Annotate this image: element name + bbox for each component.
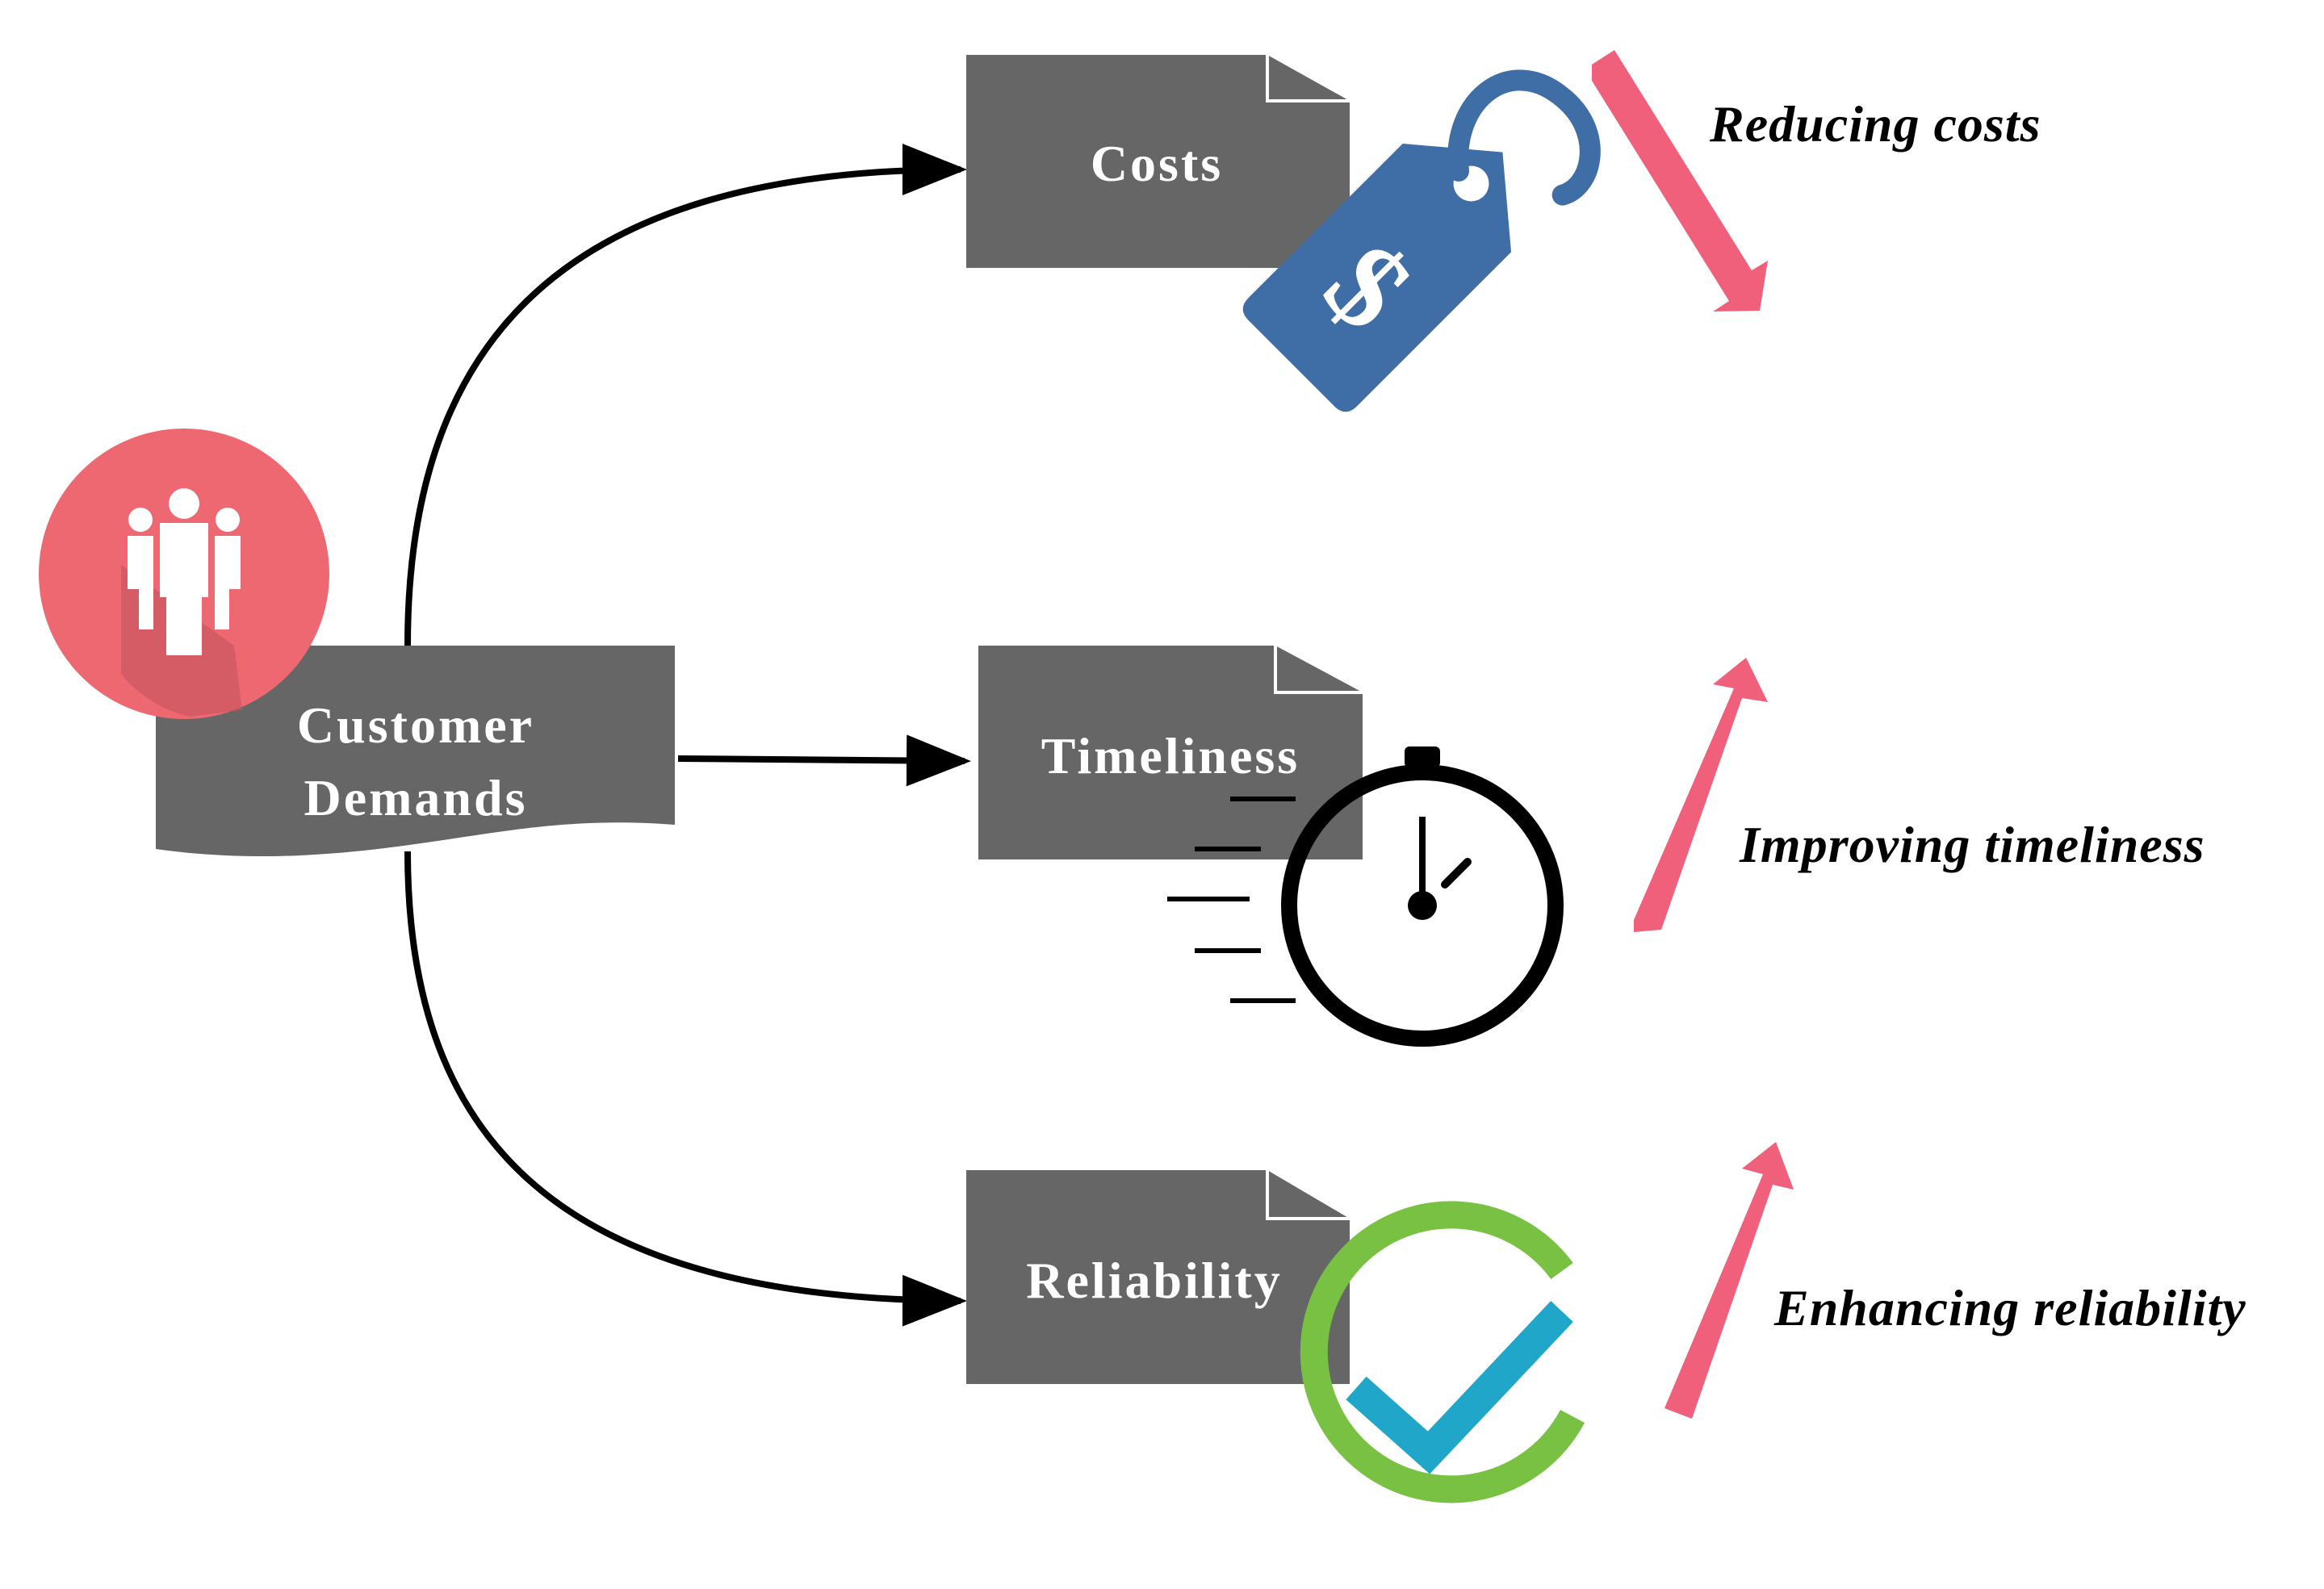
reliability-label: Reliability [1026, 1252, 1282, 1309]
costs-box [966, 55, 1350, 268]
connectors [404, 144, 971, 1327]
customer-demands-label-line1: Customer [297, 696, 534, 754]
trend-label-reducing-costs: Reducing costs [1709, 95, 2041, 153]
timeliness-box [978, 646, 1363, 859]
people-group-icon [39, 429, 329, 719]
trend-arrow-up-timeliness [1634, 658, 1768, 932]
connector-to-timeliness [677, 734, 971, 787]
customer-demands-box [156, 646, 675, 857]
timeliness-node: Timeliness [978, 646, 1564, 1047]
costs-node: Costs $ [966, 55, 1601, 412]
trend-label-improving-timeliness: Improving timeliness [1739, 816, 2205, 873]
reliability-box [966, 1170, 1350, 1384]
trend-label-enhancing-reliability: Enhancing reliability [1773, 1279, 2247, 1336]
timeliness-label: Timeliness [1041, 727, 1300, 784]
trend-arrow-up-reliability [1664, 1142, 1794, 1419]
reliability-node: Reliability [966, 1170, 1585, 1503]
trend-arrow-down-costs [1592, 50, 1768, 312]
stopwatch-icon [1167, 746, 1564, 1047]
costs-label: Costs [1091, 135, 1223, 192]
price-tag-dollar-icon: $ [1242, 69, 1601, 412]
connector-to-costs [404, 144, 967, 646]
trend-arrows [1592, 50, 1794, 1419]
customer-demands-label-line2: Demands [304, 769, 527, 826]
connector-to-reliability [404, 851, 967, 1327]
checkmark-circle-icon [1300, 1201, 1585, 1503]
customer-demands-node: Customer Demands [39, 429, 675, 857]
